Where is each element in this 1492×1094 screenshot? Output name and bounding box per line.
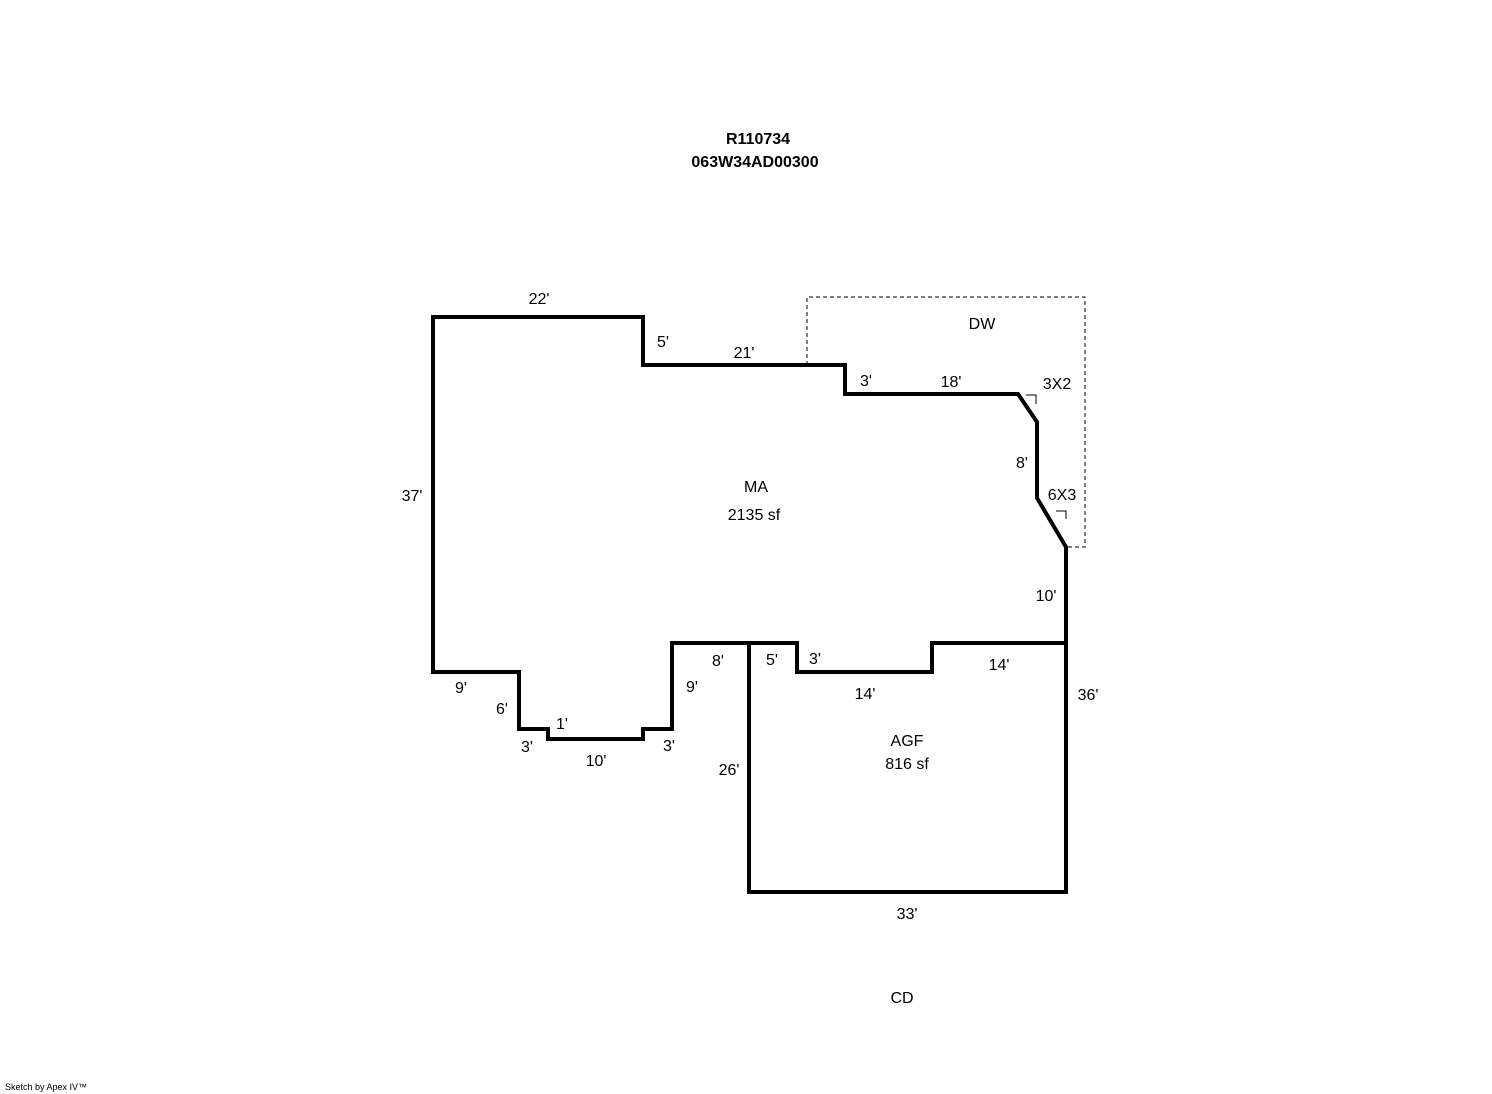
dw-outline <box>806 296 1086 548</box>
dim: 5' <box>766 652 778 669</box>
dim: 10' <box>586 753 607 770</box>
dim: 26' <box>719 762 740 779</box>
ma-outline <box>431 315 1068 741</box>
dim: 3' <box>809 651 821 668</box>
dim: 18' <box>941 374 962 391</box>
dim: 3' <box>521 739 533 756</box>
ma-label: MA <box>744 479 768 496</box>
dim: 6X3 <box>1048 487 1077 504</box>
ma-area: 2135 sf <box>728 507 781 524</box>
cd-label: CD <box>890 990 913 1007</box>
dim: 3' <box>663 738 675 755</box>
agf-label: AGF <box>891 733 924 750</box>
dim: 8' <box>712 653 724 670</box>
angle-marker-icon <box>1056 510 1067 519</box>
dim: 22' <box>529 291 550 308</box>
record-id: R110734 <box>726 131 790 148</box>
dim: 21' <box>734 345 755 362</box>
dim: 8' <box>1016 455 1028 472</box>
dim: 14' <box>989 657 1010 674</box>
dimension-labels: 22' 5' 21' 3' 18' 3X2 8' 6X3 10' 37' 9' … <box>402 291 1099 923</box>
dw-label: DW <box>969 316 997 333</box>
dim: 6' <box>496 701 508 718</box>
dim: 14' <box>855 686 876 703</box>
dim: 37' <box>402 488 423 505</box>
dim: 1' <box>556 716 568 733</box>
agf-area: 816 sf <box>885 756 929 773</box>
angle-marker-icon <box>1026 394 1037 404</box>
dim: 5' <box>657 334 669 351</box>
dim: 9' <box>455 680 467 697</box>
dim: 3X2 <box>1043 376 1072 393</box>
dim: 3' <box>860 373 872 390</box>
parcel-id: 063W34AD00300 <box>691 154 818 171</box>
sketch-credit: Sketch by Apex IV™ <box>5 1082 87 1092</box>
dim: 33' <box>897 906 918 923</box>
dim: 9' <box>686 679 698 696</box>
dim: 10' <box>1036 588 1057 605</box>
dim: 36' <box>1078 687 1099 704</box>
agf-outline <box>747 643 1068 894</box>
